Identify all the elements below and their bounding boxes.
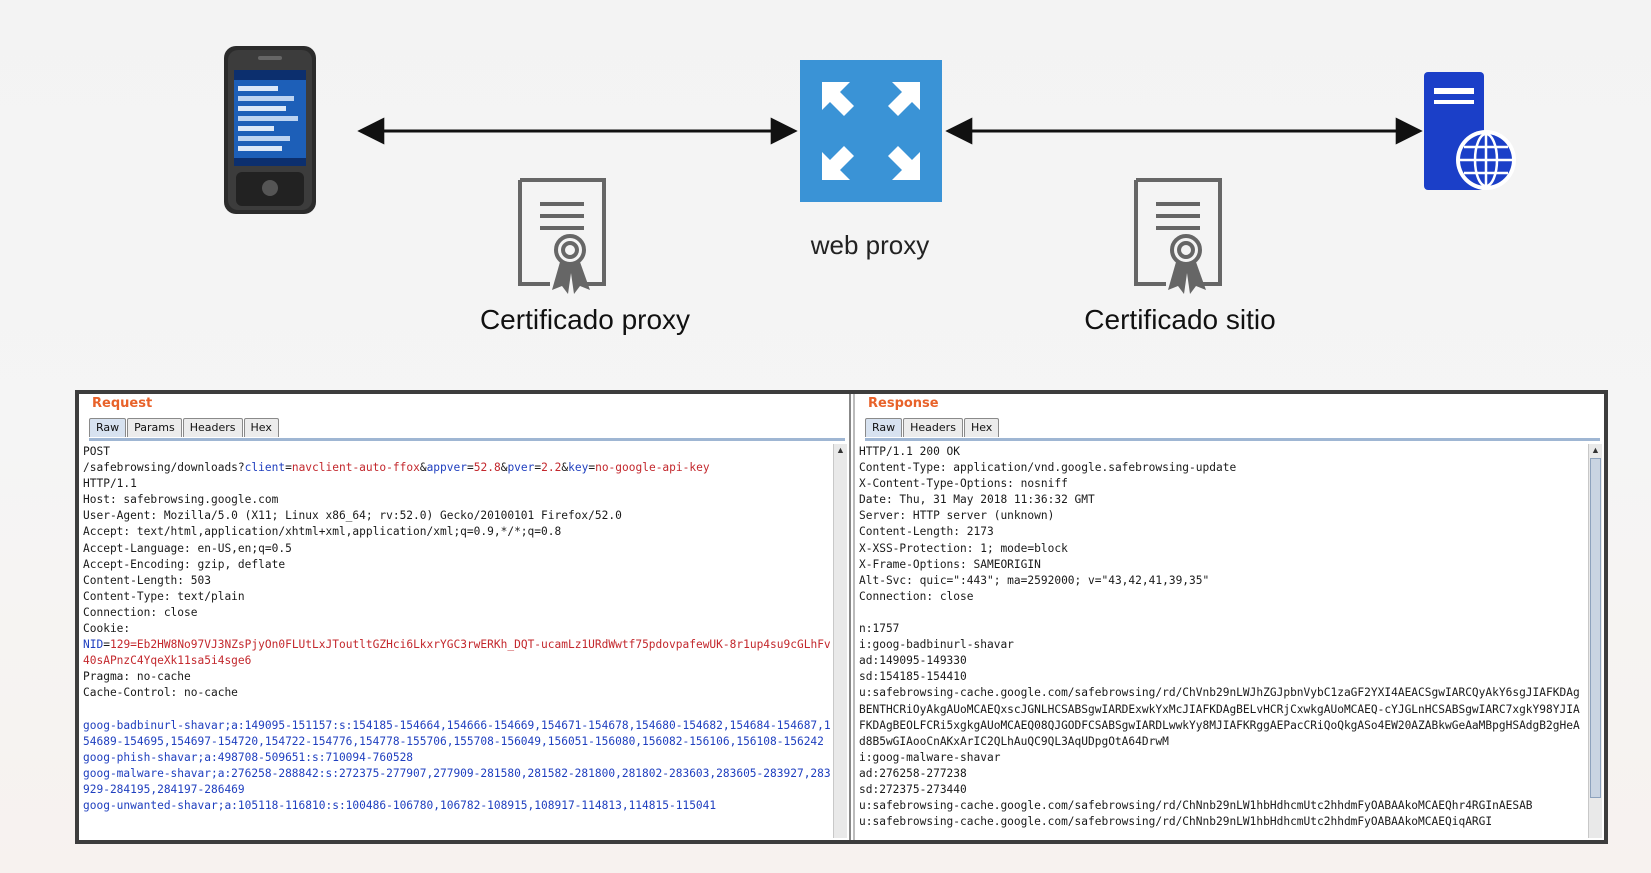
response-line: Content-Type: application/vnd.google.saf… [859,461,1237,475]
tab-headers[interactable]: Headers [182,418,243,437]
tab-hex[interactable]: Hex [963,418,1000,437]
response-scroll-thumb[interactable] [1590,458,1601,798]
network-diagram [224,46,1516,294]
request-body-line: goog-unwanted-shavar;a:105118-116810:s:1… [83,799,717,813]
response-line: Connection: close [859,589,974,603]
response-line: Date: Thu, 31 May 2018 11:36:32 GMT [859,493,1095,507]
request-body-line: goog-malware-shavar;a:276258-288842:s:27… [83,766,831,796]
mobile-phone-icon [224,46,316,214]
cookie-line: NID=129=Eb2HW8No97VJ3NZsPjyOn0FLUtLxJTou… [83,638,831,668]
response-line: ad:149095-149330 [859,654,967,668]
response-line: HTTP/1.1 200 OK [859,445,961,458]
request-method: POST [83,445,110,458]
query-param-name: pver [507,461,535,475]
scroll-up-arrow-icon[interactable]: ▲ [836,445,845,455]
tab-headers[interactable]: Headers [903,418,963,437]
response-line: Server: HTTP server (unknown) [859,509,1055,523]
certificate-icon [1134,178,1222,294]
cookie-value: 129=Eb2HW8No97VJ3NZsPjyOn0FLUtLxJToutltG… [83,638,831,668]
response-line: u:safebrowsing-cache.google.com/safebrow… [859,799,1533,813]
tab-hex[interactable]: Hex [243,418,279,437]
response-line: X-XSS-Protection: 1; mode=block [859,541,1068,555]
query-param-value: navclient-auto-ffox [291,461,420,475]
request-header-line: Content-Length: 503 [83,573,211,587]
response-line: sd:272375-273440 [859,782,967,796]
tab-params[interactable]: Params [127,418,182,437]
response-raw-text[interactable]: HTTP/1.1 200 OK Content-Type: application… [859,444,1586,838]
request-header-line: Cookie: [83,622,131,636]
response-line: u:safebrowsing-cache.google.com/safebrow… [859,686,1580,748]
cookie-name: NID [83,638,104,652]
response-line: X-Content-Type-Options: nosniff [859,477,1068,491]
tab-raw[interactable]: Raw [89,418,127,437]
response-line: Alt-Svc: quic=":443"; ma=2592000; v="43,… [859,573,1210,587]
query-param-value: 2.2 [541,461,562,475]
request-scrollbar[interactable]: ▲ [833,444,847,838]
request-title: Request [92,396,153,411]
request-protocol: HTTP/1.1 [83,477,137,491]
response-line: i:goog-badbinurl-shavar [859,638,1014,652]
response-line: n:1757 [859,622,900,636]
response-scrollbar[interactable]: ▲ [1588,444,1602,838]
request-header-line: Connection: close [83,605,198,619]
web-server-icon [1424,72,1516,190]
response-title: Response [868,396,939,411]
response-line: i:goog-malware-shavar [859,750,1001,764]
response-line: sd:154185-154410 [859,670,967,684]
query-param-value: 52.8 [473,461,501,475]
response-line: u:safebrowsing-cache.google.com/safebrow… [859,815,1493,829]
proxy-expand-icon [800,60,942,202]
proxy-certificate-label: Certificado proxy [479,304,691,335]
response-line: Content-Length: 2173 [859,525,994,539]
certificate-icon [518,178,606,294]
scroll-up-arrow-icon[interactable]: ▲ [1591,445,1600,455]
request-header-line: Accept: text/html,application/xhtml+xml,… [83,525,562,539]
request-line: /safebrowsing/downloads?client=navclient… [83,461,710,475]
web-proxy-label: web proxy [810,230,930,260]
response-line: ad:276258-277238 [859,766,967,780]
request-header-line: User-Agent: Mozilla/5.0 (X11; Linux x86_… [83,509,622,523]
response-line [859,605,1586,621]
query-param-name: client [244,461,286,475]
request-header-line: Content-Type: text/plain [83,589,245,603]
request-path: /safebrowsing/downloads? [83,461,245,475]
request-header-line: Accept-Encoding: gzip, deflate [83,557,286,571]
site-certificate-label: Certificado sitio [1084,304,1276,335]
request-body-line: goog-phish-shavar;a:498708-509651:s:7100… [83,750,414,764]
request-raw-text[interactable]: POST/safebrowsing/downloads?client=navcl… [83,444,831,838]
request-header-line: Cache-Control: no-cache [83,686,238,700]
tab-raw[interactable]: Raw [865,418,903,437]
request-body-line: goog-badbinurl-shavar;a:149095-151157:s:… [83,718,831,748]
request-header-line: Pragma: no-cache [83,670,191,684]
query-param-name: appver [426,461,467,475]
response-line: X-Frame-Options: SAMEORIGIN [859,557,1041,571]
request-header-line: Accept-Language: en-US,en;q=0.5 [83,541,292,555]
query-param-name: key [568,461,589,475]
request-header-line: Host: safebrowsing.google.com [83,493,279,507]
query-param-value: no-google-api-key [595,461,710,475]
blank-line [83,702,831,718]
